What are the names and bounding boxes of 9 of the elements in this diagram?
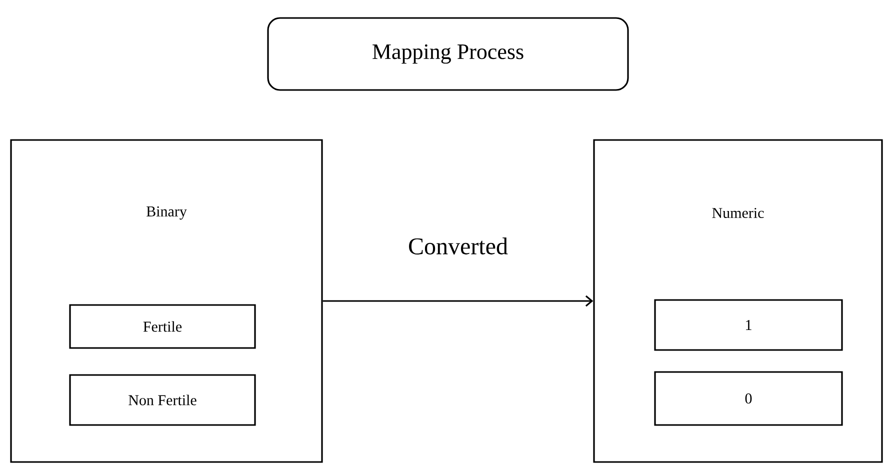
title-box: Mapping Process bbox=[267, 17, 629, 91]
value-box: 1 bbox=[654, 299, 843, 351]
box-heading: Binary bbox=[146, 206, 187, 220]
value-box: Fertile bbox=[69, 304, 256, 349]
box-heading: Numeric bbox=[712, 208, 764, 218]
edge-label: Converted bbox=[409, 238, 508, 254]
value-box: 0 bbox=[654, 371, 843, 426]
arrow bbox=[322, 295, 594, 307]
value-box: Non Fertile bbox=[69, 374, 256, 426]
